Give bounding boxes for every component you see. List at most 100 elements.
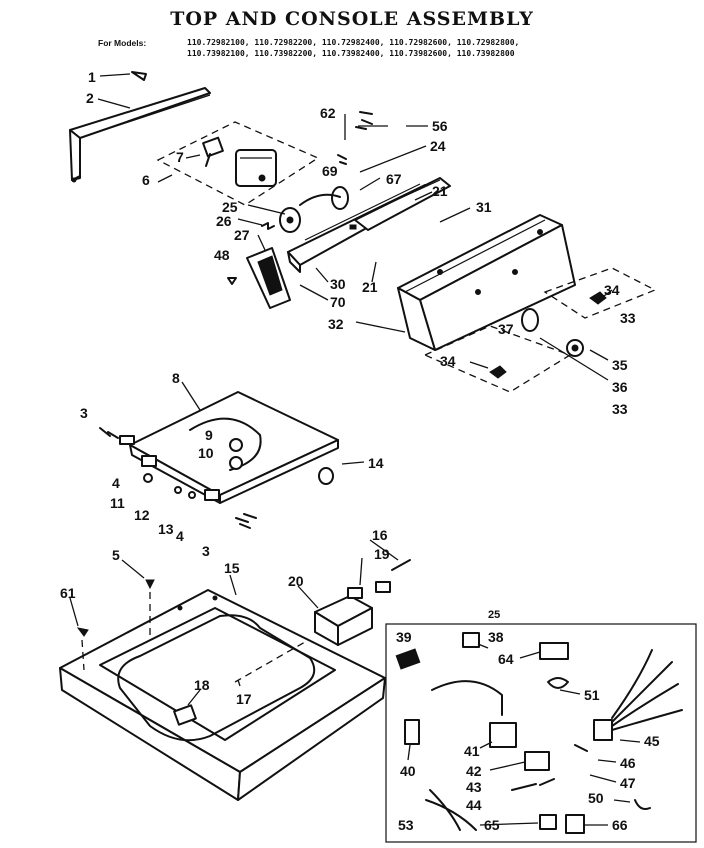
callout-41: 41	[464, 743, 480, 759]
callout-33-lower: 33	[612, 401, 628, 417]
part-2-trim-panel	[69, 87, 211, 183]
callout-30: 30	[330, 276, 346, 292]
callout-64: 64	[498, 651, 514, 667]
part-37-knob	[521, 308, 539, 332]
callout-25: 25	[222, 199, 238, 215]
callout-42: 42	[466, 763, 482, 779]
part-11-13-parts	[143, 473, 196, 499]
callout-36: 36	[612, 379, 628, 395]
inset-label-25: 25	[488, 609, 500, 621]
callout-38: 38	[488, 629, 504, 645]
part-19-connector	[347, 581, 391, 599]
callout-48: 48	[214, 247, 230, 263]
part-16-wire	[391, 559, 411, 571]
callout-8: 8	[172, 370, 180, 386]
callout-12: 12	[134, 507, 150, 523]
part-1-screw	[99, 71, 147, 81]
part-48-clip	[227, 277, 237, 285]
callout-24: 24	[430, 138, 446, 154]
callout-3-upper: 3	[80, 405, 88, 421]
inset-box	[385, 623, 697, 843]
callout-35: 35	[612, 357, 628, 373]
callout-18: 18	[194, 677, 210, 693]
callout-32: 32	[328, 316, 344, 332]
callout-51: 51	[584, 687, 600, 703]
callout-2: 2	[86, 90, 94, 106]
callout-44: 44	[466, 797, 482, 813]
part-4-hinge	[141, 455, 220, 501]
callout-19: 19	[374, 546, 390, 562]
callout-15: 15	[224, 560, 240, 576]
callout-43: 43	[466, 779, 482, 795]
callout-61: 61	[60, 585, 76, 601]
callout-37: 37	[498, 321, 514, 337]
part-20-box	[314, 595, 373, 646]
callout-34-upper: 34	[604, 282, 620, 298]
part-15-washer-top	[59, 589, 386, 801]
models-line-2: 110.73982100, 110.73982200, 110.73982400…	[187, 49, 515, 58]
callout-70: 70	[330, 294, 346, 310]
models-label: For Models:	[98, 38, 147, 48]
callout-labels: 1 2 6 7 62 56 24 69 67 21 31 25 26 27 48…	[60, 69, 660, 833]
callout-34-lower: 34	[440, 353, 456, 369]
part-62-screw	[337, 154, 347, 165]
callout-65: 65	[484, 817, 500, 833]
callout-4-upper: 4	[112, 475, 120, 491]
part-17-wire	[234, 641, 306, 683]
part-35-knob	[566, 339, 584, 357]
callout-27: 27	[234, 227, 250, 243]
part-9-10-screws	[229, 438, 243, 470]
callout-21-lower: 21	[362, 279, 378, 295]
part-61-screw	[76, 627, 89, 671]
part-25-knob	[279, 207, 301, 233]
part-7-switch	[202, 136, 224, 167]
callout-6: 6	[142, 172, 150, 188]
leader-lines	[69, 114, 641, 826]
callout-66: 66	[612, 817, 628, 833]
callout-4-lower: 4	[176, 528, 184, 544]
callout-26: 26	[216, 213, 232, 229]
part-27-housing	[246, 247, 291, 309]
part-18-switch	[173, 704, 197, 726]
models-line-1: 110.72982100, 110.72982200, 110.72982400…	[187, 38, 520, 47]
callout-1: 1	[88, 69, 96, 85]
callout-17: 17	[236, 691, 252, 707]
callout-67: 67	[386, 171, 402, 187]
callout-3-lower: 3	[202, 543, 210, 559]
part-3-hinge-upper	[99, 427, 135, 445]
callout-45: 45	[644, 733, 660, 749]
callout-11: 11	[110, 495, 125, 511]
part-timer-motor	[235, 149, 277, 187]
inset-parts	[395, 632, 683, 834]
part-56-screws	[355, 111, 373, 130]
part-34-knob-upper	[589, 291, 607, 305]
callout-7: 7	[176, 149, 184, 165]
callout-31: 31	[476, 199, 492, 215]
part-32-console	[397, 214, 576, 351]
part-5-screw	[145, 579, 155, 640]
callout-69: 69	[322, 163, 338, 179]
callout-46: 46	[620, 755, 636, 771]
callout-62: 62	[320, 105, 336, 121]
callout-9: 9	[205, 427, 213, 443]
part-3-hinge-lower	[235, 513, 257, 529]
diagram-title: TOP AND CONSOLE ASSEMBLY	[170, 8, 534, 30]
part-69-knob-shaft	[299, 186, 349, 210]
callout-5: 5	[112, 547, 120, 563]
callout-50: 50	[588, 790, 604, 806]
callout-33-upper: 33	[620, 310, 636, 326]
callout-47: 47	[620, 775, 636, 791]
callout-13: 13	[158, 521, 174, 537]
callout-16: 16	[372, 527, 388, 543]
part-34-knob-lower	[489, 365, 507, 379]
part-26-spring	[261, 222, 275, 230]
callout-14: 14	[368, 455, 384, 471]
callout-53: 53	[398, 817, 414, 833]
callout-56: 56	[432, 118, 448, 134]
callout-40: 40	[400, 763, 416, 779]
part-31-bracket	[354, 177, 451, 231]
callout-21-upper: 21	[432, 183, 448, 199]
callout-10: 10	[198, 445, 214, 461]
part-14-bumper	[318, 467, 334, 485]
